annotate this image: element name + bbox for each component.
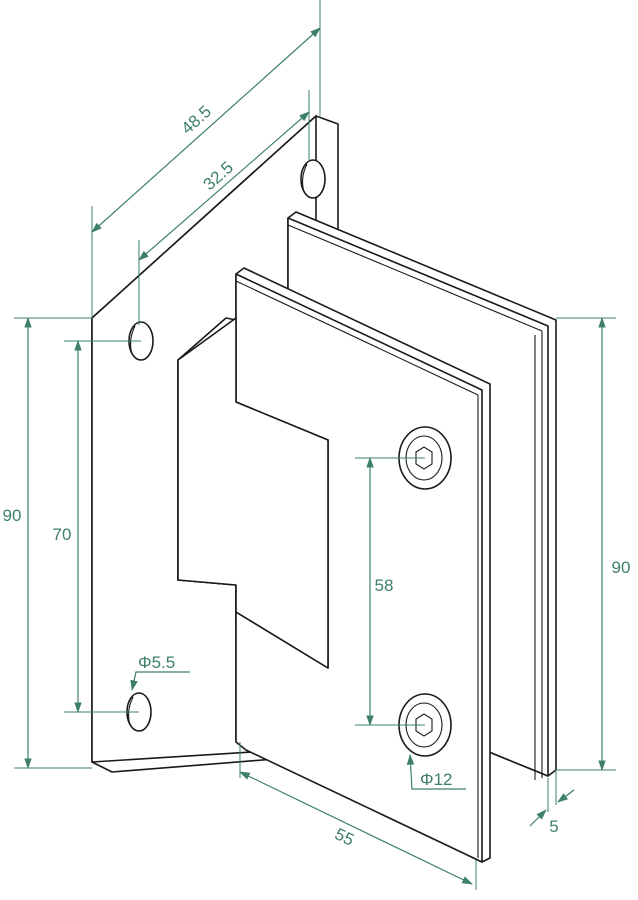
- hinge-block-face: [177, 317, 329, 669]
- mounting-hole-top-right: [300, 159, 326, 199]
- front-clamp-plate: [177, 267, 491, 863]
- dimension-screw-spacing: 58: [355, 456, 425, 727]
- dim-label-32-5: 32.5: [200, 158, 237, 194]
- dimension-body-height: 90: [556, 316, 631, 772]
- dim-label-55: 55: [332, 824, 357, 849]
- dim-label-90-left: 90: [3, 506, 22, 525]
- dim-label-48-5: 48.5: [178, 102, 215, 138]
- dimension-hole-diameter: Φ5.5: [130, 653, 190, 692]
- dim-label-phi-12: Φ12: [420, 770, 452, 789]
- dim-label-phi-5-5: Φ5.5: [138, 653, 175, 672]
- dim-label-5: 5: [549, 817, 558, 836]
- dimension-thickness: 5: [529, 770, 575, 836]
- dim-label-70: 70: [53, 525, 72, 544]
- dimension-plate-height: 90: [3, 316, 92, 770]
- dim-label-90-right: 90: [612, 558, 631, 577]
- dimension-hole-spacing-v: 70: [53, 339, 141, 714]
- dim-label-58: 58: [375, 576, 394, 595]
